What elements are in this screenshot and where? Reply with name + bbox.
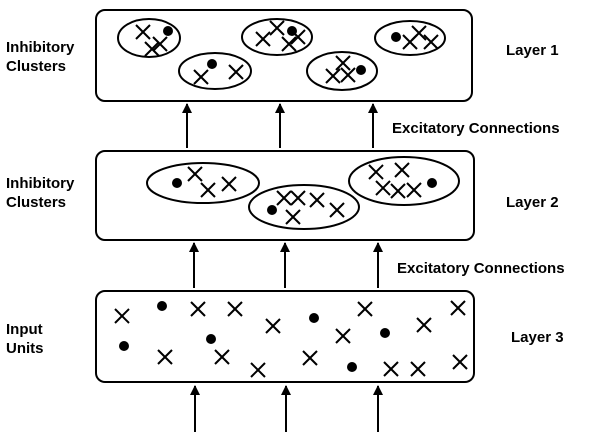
- layer-1-name: Layer 1: [506, 42, 559, 59]
- layer-3-name: Layer 3: [511, 329, 564, 346]
- cross-unit: [375, 180, 391, 196]
- cross-unit: [144, 41, 160, 57]
- cross-unit: [329, 202, 345, 218]
- cross-unit: [411, 25, 427, 41]
- cross-unit: [221, 176, 237, 192]
- dot-unit: [309, 313, 319, 323]
- cross-unit: [255, 31, 271, 47]
- layer-3-box: [95, 290, 475, 383]
- dot-unit: [380, 328, 390, 338]
- cross-unit: [340, 67, 356, 83]
- cross-unit: [250, 362, 266, 378]
- cross-unit: [325, 68, 341, 84]
- cross-unit: [152, 36, 168, 52]
- cross-unit: [285, 209, 301, 225]
- cross-unit: [193, 69, 209, 85]
- cluster-ellipse: [348, 156, 460, 206]
- cross-unit: [187, 166, 203, 182]
- layer-1-side-label-line-2: Clusters: [6, 58, 67, 75]
- cross-unit: [281, 36, 297, 52]
- cluster-ellipse: [248, 184, 360, 230]
- dot-unit: [391, 32, 401, 42]
- cross-unit: [368, 164, 384, 180]
- cross-unit: [423, 34, 439, 50]
- connection-label-upper: Excitatory Connections: [392, 120, 560, 137]
- cross-unit: [335, 55, 351, 71]
- cross-unit: [335, 328, 351, 344]
- layer-2-side-label: Inhibitory Clusters: [6, 174, 74, 212]
- cluster-ellipse: [241, 18, 313, 56]
- cross-unit: [190, 301, 206, 317]
- cross-unit: [265, 318, 281, 334]
- layer-1-cluster: [178, 52, 252, 90]
- dot-unit: [347, 362, 357, 372]
- dot-unit: [267, 205, 277, 215]
- dot-unit: [207, 59, 217, 69]
- cross-unit: [394, 162, 410, 178]
- cross-unit: [416, 317, 432, 333]
- cluster-ellipse: [178, 52, 252, 90]
- layer-1-box: [95, 9, 473, 102]
- layer-1-cluster: [374, 20, 446, 56]
- cross-unit: [276, 190, 292, 206]
- dot-unit: [119, 341, 129, 351]
- dot-unit: [157, 301, 167, 311]
- cross-unit: [357, 301, 373, 317]
- cross-unit: [410, 361, 426, 377]
- cross-unit: [406, 182, 422, 198]
- cluster-ellipse: [306, 51, 378, 91]
- layer-3-side-label-line-2: Units: [6, 340, 44, 357]
- cross-unit: [135, 24, 151, 40]
- layer-1-cluster: [241, 18, 313, 56]
- connection-arrows: [182, 103, 383, 432]
- cross-unit: [383, 361, 399, 377]
- layer-2-side-label-line-2: Clusters: [6, 194, 67, 211]
- layer-3-side-label-line-1: Input: [6, 321, 43, 338]
- cross-unit: [290, 190, 306, 206]
- cross-unit: [390, 183, 406, 199]
- cross-unit: [452, 354, 468, 370]
- cluster-ellipse: [146, 162, 260, 204]
- layer-3-rect: [95, 290, 475, 383]
- cross-unit: [269, 20, 285, 36]
- layer-2-cluster: [146, 162, 260, 204]
- layer-2-name: Layer 2: [506, 194, 559, 211]
- layer-2-box: [95, 150, 475, 241]
- layer-2-cluster: [348, 156, 460, 206]
- dot-unit: [356, 65, 366, 75]
- layer-3-side-label: Input Units: [6, 320, 44, 358]
- dot-unit: [163, 26, 173, 36]
- cross-unit: [227, 301, 243, 317]
- cross-unit: [157, 349, 173, 365]
- dot-unit: [172, 178, 182, 188]
- dot-unit: [287, 26, 297, 36]
- dot-unit: [206, 334, 216, 344]
- layer-2-cluster: [248, 184, 360, 230]
- cross-unit: [450, 300, 466, 316]
- cross-unit: [302, 350, 318, 366]
- dot-unit: [427, 178, 437, 188]
- cross-unit: [200, 182, 216, 198]
- cross-unit: [114, 308, 130, 324]
- cross-unit: [214, 349, 230, 365]
- layer-1-side-label-line-1: Inhibitory: [6, 39, 75, 56]
- layer-1-side-label: Inhibitory Clusters: [6, 38, 74, 76]
- layer-2-side-label-line-1: Inhibitory: [6, 175, 75, 192]
- connection-label-lower: Excitatory Connections: [397, 260, 565, 277]
- cross-unit: [228, 64, 244, 80]
- layer-1-cluster: [117, 18, 181, 58]
- cross-unit: [309, 192, 325, 208]
- layer-1-cluster: [306, 51, 378, 91]
